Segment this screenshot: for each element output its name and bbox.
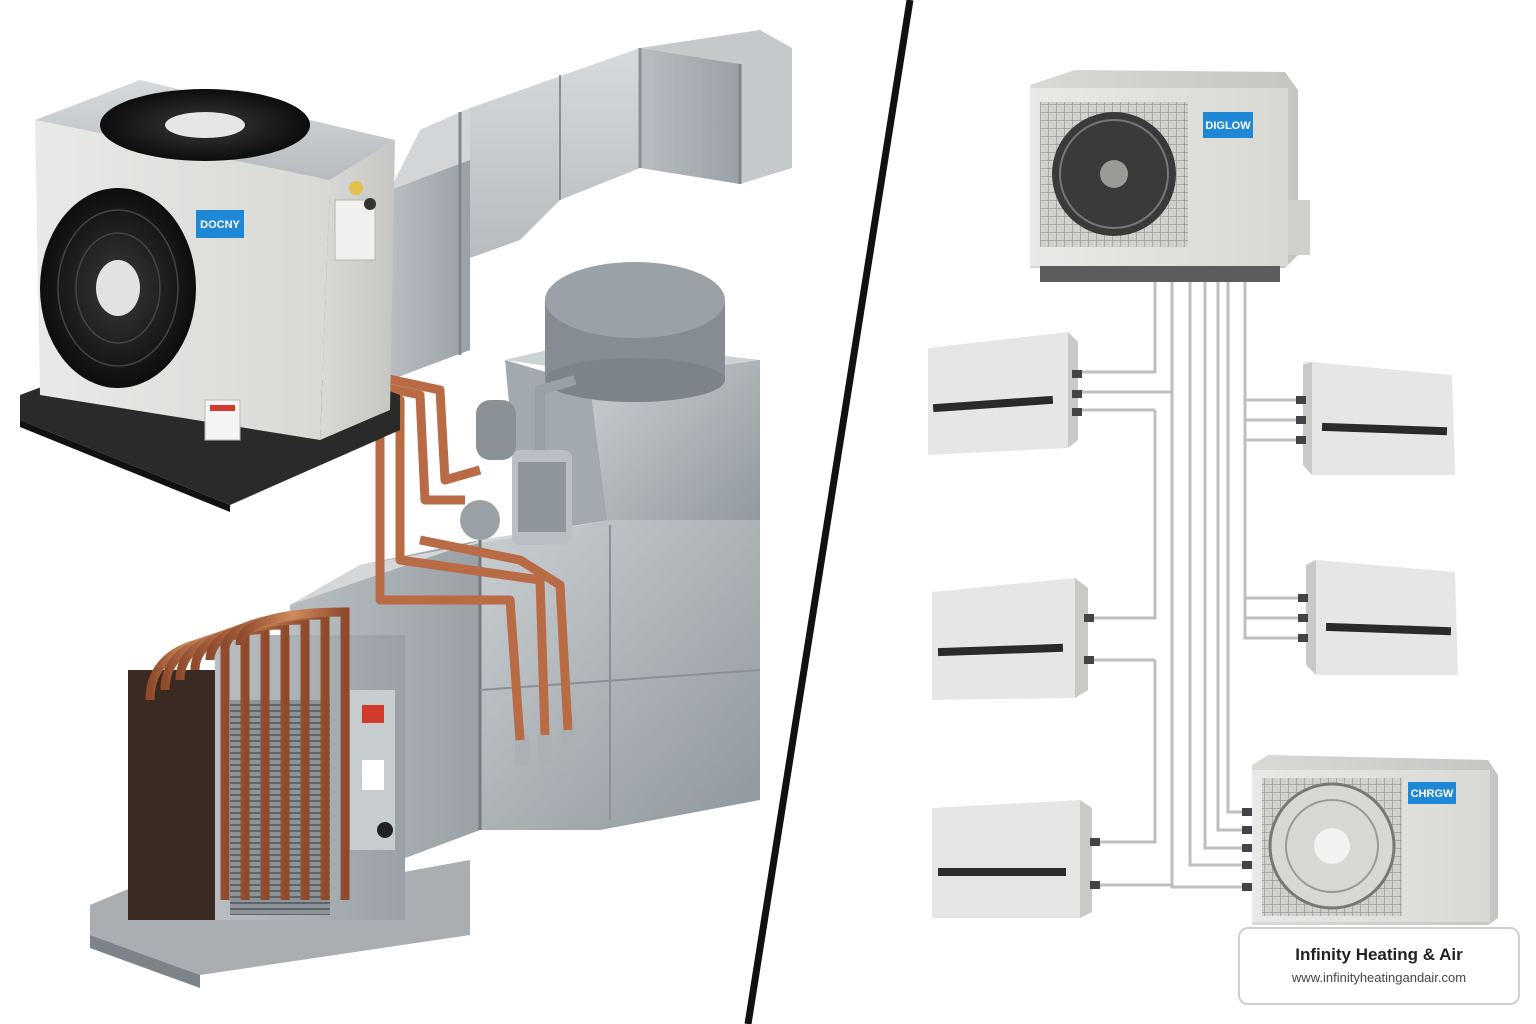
- company-watermark: Infinity Heating & Air www.infinityheati…: [1238, 927, 1520, 1005]
- bottom-unit-brand-badge: [1408, 782, 1456, 804]
- comparison-divider: [744, 0, 914, 1024]
- refrigerant-lines: [1082, 280, 1300, 889]
- indoor-unit-2: [1296, 362, 1455, 475]
- evaporator-coil: [128, 607, 405, 920]
- bottom-unit-brand-text: CHRGW: [1411, 788, 1454, 800]
- condenser-brand-text: DOCNY: [200, 219, 240, 231]
- top-unit-brand-badge: [1203, 112, 1253, 138]
- supply-duct: [390, 30, 792, 380]
- copper-coil-tubes: [145, 607, 350, 900]
- indoor-unit-4: [1298, 560, 1458, 675]
- plenum-box: [505, 262, 760, 540]
- company-name: Infinity Heating & Air: [1295, 945, 1463, 964]
- indoor-unit-5: [932, 800, 1100, 918]
- ducted-system: DOCNY: [20, 30, 792, 988]
- company-website: www.infinityheatingandair.com: [1291, 970, 1467, 985]
- outdoor-unit-top: DIGLOW: [1030, 70, 1310, 282]
- outdoor-unit-bottom: CHRGW: [1242, 755, 1498, 925]
- indoor-unit-3: [932, 578, 1094, 700]
- line-set-fittings: [515, 730, 575, 765]
- indoor-unit-1: [928, 332, 1082, 455]
- top-unit-brand-text: DIGLOW: [1205, 120, 1251, 132]
- compressor-assembly: [460, 375, 577, 545]
- outdoor-condenser: DOCNY: [20, 80, 400, 512]
- ductless-system: DIGLOW: [928, 70, 1498, 925]
- condenser-brand-badge: [196, 210, 244, 238]
